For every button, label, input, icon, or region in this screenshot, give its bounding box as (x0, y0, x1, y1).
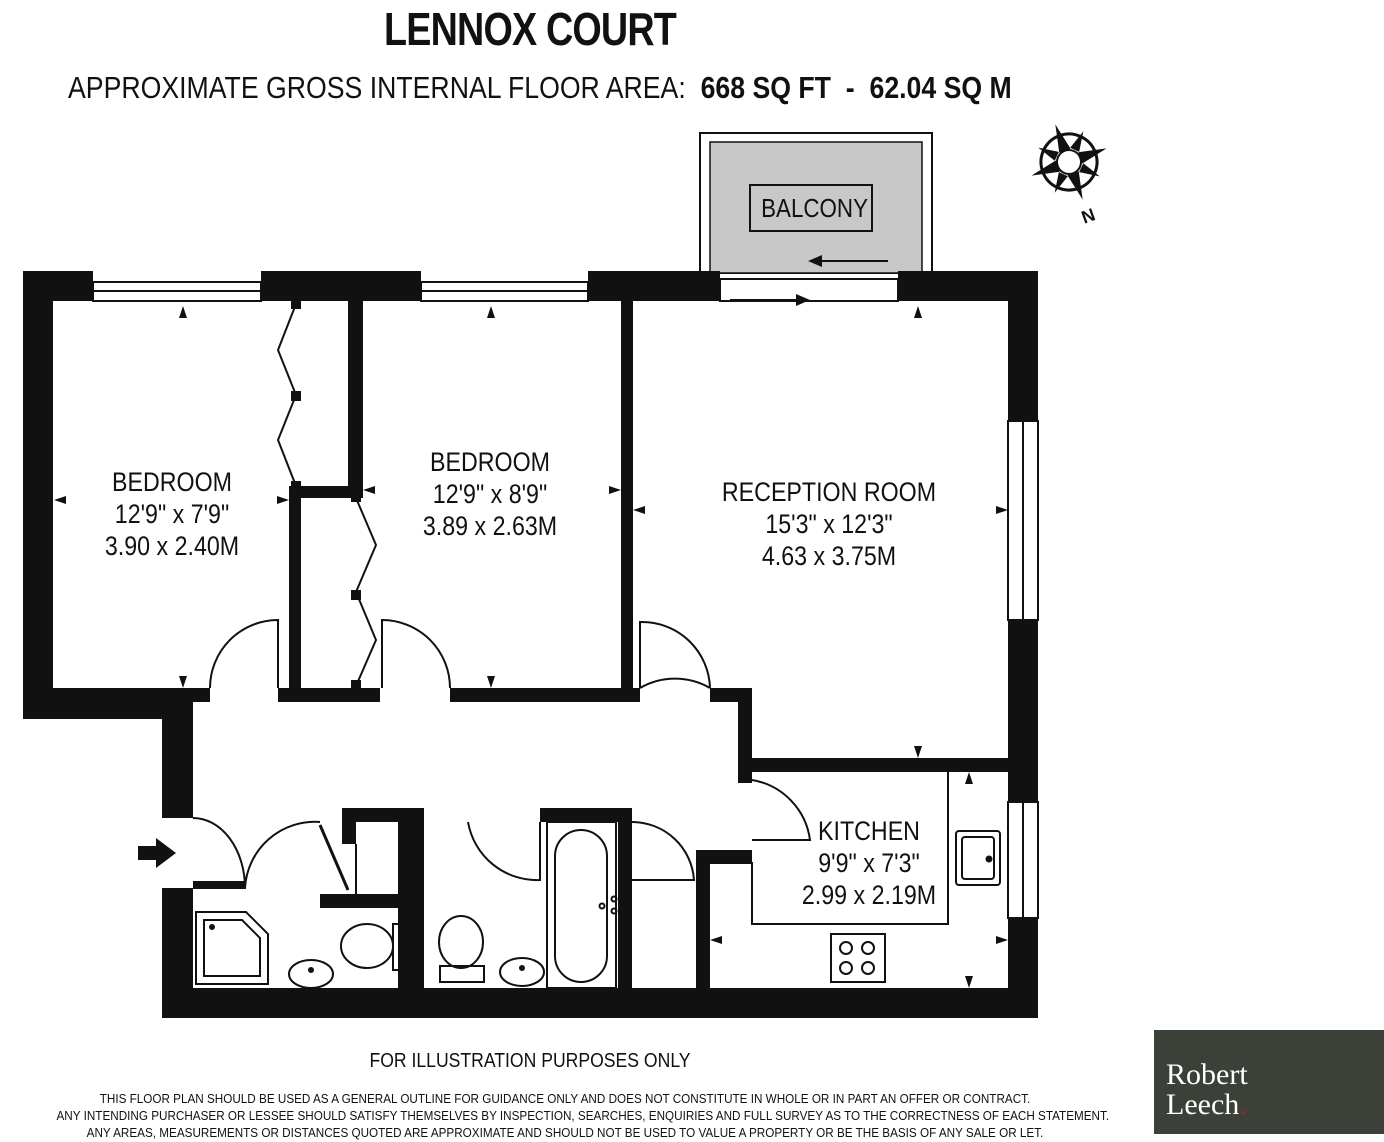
logo-line-1: Robert (1166, 1058, 1248, 1091)
floor-area-separator: - (845, 70, 855, 105)
room-label-reception-room: RECEPTION ROOM 15'3" x 12'3" 4.63 x 3.75… (717, 476, 941, 572)
floor-area-line: APPROXIMATE GROSS INTERNAL FLOOR AREA: 6… (68, 70, 1012, 106)
measurement-markers (54, 306, 1008, 988)
compass-icon (1031, 124, 1107, 200)
room-name: BEDROOM (430, 447, 550, 477)
floor-area-sqm: 62.04 SQ M (869, 70, 1012, 105)
balcony-label: BALCONY (761, 193, 868, 223)
windows (92, 278, 1039, 919)
disclaimer-line: THIS FLOOR PLAN SHOULD BE USED AS A GENE… (99, 1091, 1031, 1106)
room-size-imperial: 9'9" x 7'3" (818, 848, 920, 878)
room-name: RECEPTION ROOM (721, 477, 937, 507)
illustration-note: FOR ILLUSTRATION PURPOSES ONLY (369, 1050, 691, 1072)
room-size-metric: 4.63 x 3.75M (761, 541, 897, 571)
wardrobe-hinges (291, 299, 361, 690)
slide-arrow-icon (808, 255, 822, 267)
internal-walls (193, 301, 1008, 988)
disclaimer-line: ANY AREAS, MEASUREMENTS OR DISTANCES QUO… (86, 1125, 1044, 1140)
sliding-door-arrow (730, 294, 810, 306)
kitchen-counter (751, 772, 1001, 983)
floor-area-sqft: 668 SQ FT (700, 70, 831, 105)
agency-logo: Robert Leech. (1154, 1030, 1384, 1134)
room-size-imperial: 12'9" x 8'9" (432, 479, 548, 509)
room-size-imperial: 15'3" x 12'3" (765, 509, 893, 539)
disclaimer: THIS FLOOR PLAN SHOULD BE USED AS A GENE… (56, 1090, 1110, 1141)
room-label-kitchen: KITCHEN 9'9" x 7'3" 2.99 x 2.19M (783, 815, 955, 911)
room-label-bedroom-2: BEDROOM 12'9" x 8'9" 3.89 x 2.63M (404, 446, 576, 542)
floor-area-label: APPROXIMATE GROSS INTERNAL FLOOR AREA: (68, 70, 686, 105)
door-swings (192, 618, 812, 894)
balcony (699, 132, 933, 274)
bathroom-fixtures (438, 821, 618, 989)
room-size-metric: 2.99 x 2.19M (801, 880, 937, 910)
disclaimer-line: ANY INTENDING PURCHASER OR LESSEE SHOULD… (56, 1108, 1110, 1123)
room-size-metric: 3.90 x 2.40M (104, 531, 240, 561)
room-size-imperial: 12'9" x 7'9" (114, 499, 230, 529)
entrance-arrow-icon (138, 838, 176, 868)
room-size-metric: 3.89 x 2.63M (422, 511, 558, 541)
logo-line-2: Leech (1166, 1088, 1240, 1121)
logo-dot: . (1239, 1088, 1247, 1121)
logo-wordmark: Robert Leech. (1166, 1060, 1248, 1120)
room-name: KITCHEN (818, 816, 920, 846)
shower-room-fixtures (195, 911, 409, 989)
room-label-bedroom-1: BEDROOM 12'9" x 7'9" 3.90 x 2.40M (86, 466, 258, 562)
page-title: LENNOX COURT (384, 3, 677, 55)
outer-walls (23, 271, 1038, 1018)
room-name: BEDROOM (112, 467, 232, 497)
